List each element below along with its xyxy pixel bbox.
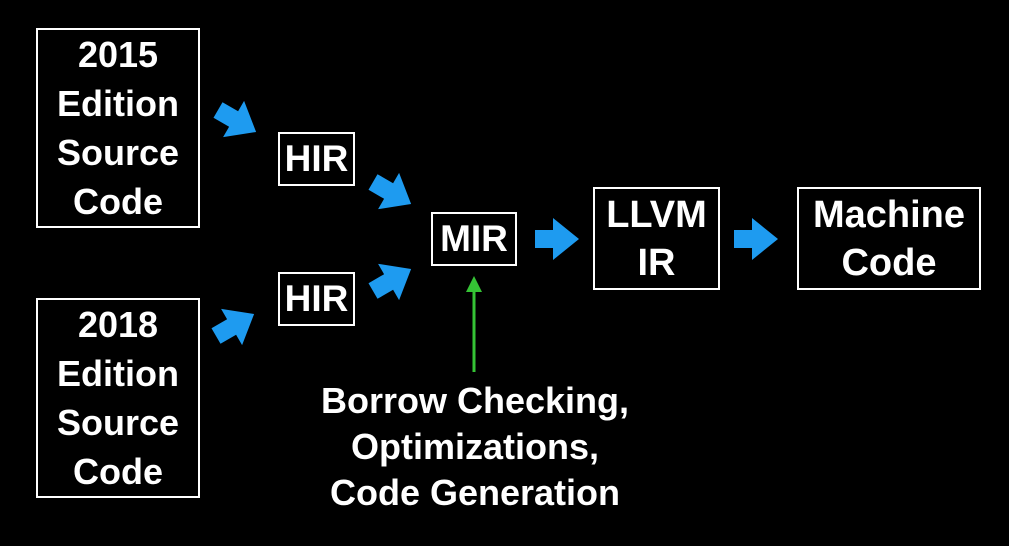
source-2018-box: 2018 Edition Source Code	[36, 298, 200, 498]
llvm-ir-box: LLVM IR	[593, 187, 720, 290]
arrow-right-icon	[207, 91, 267, 151]
arrow-up-icon	[466, 276, 482, 372]
arrow-right-icon	[362, 250, 422, 310]
arrow-right-icon	[535, 218, 579, 260]
hir-bottom-box: HIR	[278, 272, 355, 326]
source-2015-box: 2015 Edition Source Code	[36, 28, 200, 228]
hir-top-box: HIR	[278, 132, 355, 186]
mir-annotation-text: Borrow Checking, Optimizations, Code Gen…	[320, 380, 630, 513]
arrow-right-icon	[205, 295, 265, 355]
mir-box: MIR	[431, 212, 517, 266]
arrow-right-icon	[734, 218, 778, 260]
arrow-right-icon	[362, 163, 422, 223]
machine-code-box: Machine Code	[797, 187, 981, 290]
